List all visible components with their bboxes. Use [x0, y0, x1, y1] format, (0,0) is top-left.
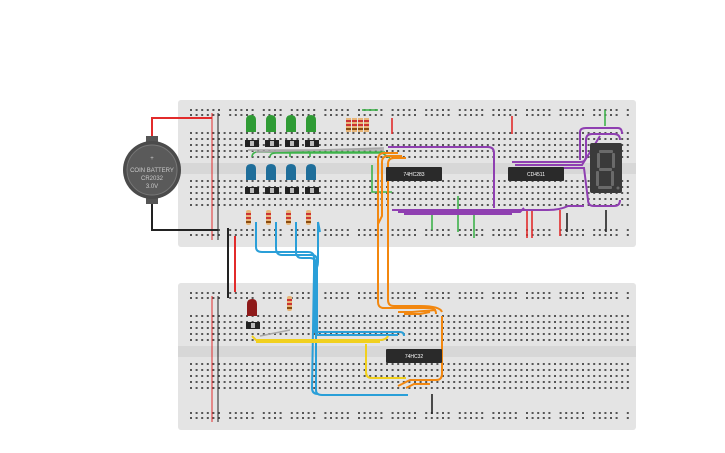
resistor-bottom — [287, 296, 292, 311]
orange-wires — [377, 152, 443, 389]
seven-segment-display: 8 — [590, 143, 622, 193]
gray-wires — [248, 147, 385, 153]
chip-cd4511: CD4511 — [508, 167, 564, 181]
push-buttons-top — [245, 140, 319, 194]
button-2 — [265, 140, 279, 147]
resistor-array-top — [346, 118, 369, 132]
led-green-3 — [286, 115, 296, 132]
yellow-wires — [251, 335, 406, 379]
led-green-2 — [266, 115, 276, 132]
black-wires-top — [566, 210, 607, 232]
battery-label-line3: 3.0V — [146, 184, 158, 190]
button-5 — [245, 187, 259, 194]
blue-wires — [255, 221, 408, 396]
battery-label-line1: COIN BATTERY — [130, 168, 174, 174]
led-blue-2 — [266, 164, 276, 180]
interboard-wires — [227, 228, 236, 298]
chip-74hc32: 74HC32 — [386, 349, 442, 363]
led-green-1 — [246, 115, 256, 132]
button-7 — [285, 187, 299, 194]
battery-label-line2: CR2032 — [141, 176, 164, 182]
rail-lines — [211, 113, 219, 422]
led-blue-1 — [246, 164, 256, 180]
button-1 — [245, 140, 259, 147]
resistors-blue — [246, 210, 311, 225]
chip-74hc283-label: 74HC283 — [403, 172, 424, 178]
led-blue-3 — [286, 164, 296, 180]
push-button-bottom — [246, 322, 260, 329]
coin-battery: + COIN BATTERY CR2032 3.0V — [123, 136, 181, 204]
chip-74hc32-label: 74HC32 — [405, 354, 424, 360]
blue-leds — [246, 164, 316, 180]
display-segments — [596, 150, 620, 190]
battery-wires — [151, 117, 218, 231]
green-leds — [246, 115, 316, 132]
red-wires-top — [391, 116, 561, 238]
button-3 — [285, 140, 299, 147]
button-4 — [305, 140, 319, 147]
led-blue-4 — [306, 164, 316, 180]
battery-plus-label: + — [150, 156, 154, 162]
led-green-4 — [306, 115, 316, 132]
purple-wires — [388, 127, 623, 215]
button-6 — [265, 187, 279, 194]
gray-wire-bottom — [259, 329, 291, 337]
chip-74hc283: 74HC283 — [386, 167, 442, 181]
red-led — [247, 299, 257, 316]
button-8 — [305, 187, 319, 194]
chip-cd4511-label: CD4511 — [527, 172, 545, 178]
